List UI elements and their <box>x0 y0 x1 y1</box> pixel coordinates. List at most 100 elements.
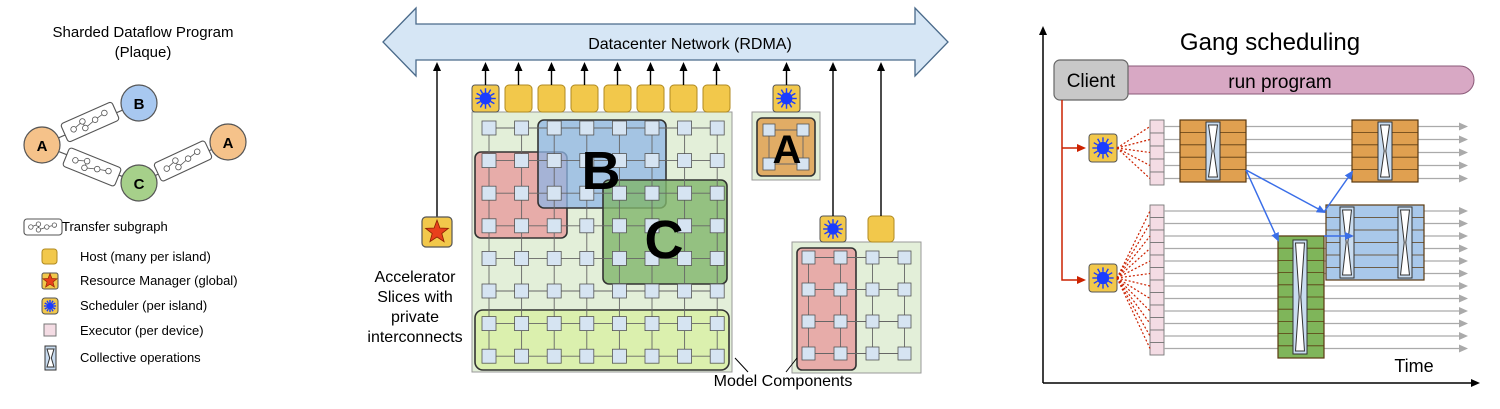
region-red-right <box>796 247 857 371</box>
svg-text:private: private <box>391 309 439 326</box>
device <box>612 218 627 234</box>
device <box>514 283 529 299</box>
dispatch-link <box>1116 138 1151 149</box>
transfer-subgraph-icon <box>62 147 122 187</box>
device <box>801 346 816 361</box>
device <box>481 185 497 201</box>
device <box>709 218 725 234</box>
device <box>612 153 627 169</box>
node-c-label: C <box>134 176 145 193</box>
host-icon <box>41 248 58 265</box>
host <box>702 84 731 113</box>
network-links <box>433 62 885 217</box>
device <box>833 282 848 297</box>
device <box>579 283 595 299</box>
dispatch-link <box>1116 277 1151 287</box>
device <box>481 348 497 364</box>
device <box>612 120 627 136</box>
dependency-arrow <box>1323 170 1354 213</box>
svg-text:interconnects: interconnects <box>367 329 462 346</box>
host <box>669 84 698 113</box>
svg-text:Accelerator: Accelerator <box>375 269 457 286</box>
transfer-subgraph-icon <box>60 101 120 143</box>
run-program-bar <box>1109 65 1475 95</box>
device <box>709 283 725 299</box>
collective-op <box>44 345 57 371</box>
device <box>709 153 725 169</box>
device <box>644 218 660 234</box>
device <box>801 250 816 265</box>
device <box>579 348 595 364</box>
node-b-label: B <box>134 96 145 113</box>
network-label: Datacenter Network (RDMA) <box>588 36 792 53</box>
interconnect-lines <box>808 257 905 354</box>
device <box>709 120 725 136</box>
device <box>481 316 497 332</box>
executor <box>1149 145 1165 160</box>
dispatch-link <box>1116 277 1151 337</box>
device <box>865 250 880 265</box>
device <box>612 185 627 201</box>
region-c-label: C <box>645 210 684 270</box>
dispatch-link <box>1116 235 1151 279</box>
host <box>504 84 533 113</box>
transfer-subgraphs <box>60 101 213 187</box>
dependency-arrow <box>1245 169 1279 242</box>
collective-op <box>1292 239 1308 355</box>
scheduler-icon <box>819 215 847 243</box>
executor <box>1149 292 1165 306</box>
device <box>612 283 627 299</box>
device <box>514 218 529 234</box>
slices-label: Accelerator Slices with private intercon… <box>367 269 462 346</box>
dispatch-link <box>1116 248 1151 279</box>
executor <box>1149 329 1165 343</box>
device <box>677 218 692 234</box>
device <box>579 153 595 169</box>
legend-scheduler: Scheduler (per island) <box>80 298 207 313</box>
scheduler-icon <box>41 297 59 315</box>
device <box>801 314 816 329</box>
hosts <box>471 84 895 243</box>
device <box>677 120 692 136</box>
run-program-label: run program <box>1228 72 1332 93</box>
executor <box>1149 267 1165 281</box>
dispatch-link <box>1116 223 1151 279</box>
legend-transfer-subgraph: Transfer subgraph <box>62 219 168 234</box>
svg-text:Slices with: Slices with <box>377 289 453 306</box>
host <box>537 84 566 113</box>
device <box>644 316 660 332</box>
device <box>709 316 725 332</box>
device <box>514 185 529 201</box>
device <box>514 250 529 266</box>
device <box>801 282 816 297</box>
executor <box>1149 242 1165 256</box>
device <box>644 250 660 266</box>
device <box>546 185 562 201</box>
scheduler-icon <box>1088 133 1118 163</box>
device <box>546 120 562 136</box>
device <box>677 316 692 332</box>
executor <box>1149 204 1165 218</box>
device <box>514 153 529 169</box>
device <box>612 250 627 266</box>
device <box>897 346 912 361</box>
scheduler-icon <box>772 84 801 113</box>
executor <box>1149 304 1165 318</box>
legend-collective: Collective operations <box>80 350 201 365</box>
device <box>579 316 595 332</box>
scheduler-icon <box>41 297 59 315</box>
middle-panel: Datacenter Network (RDMA) B C A Accelera… <box>367 6 949 390</box>
transfer-subgraph-icon <box>23 218 63 236</box>
device <box>481 250 497 266</box>
host <box>867 215 895 243</box>
legend-resource-manager: Resource Manager (global) <box>80 273 238 288</box>
executor <box>1149 158 1165 173</box>
device <box>644 185 660 201</box>
resource-manager-icon <box>41 272 59 290</box>
host <box>603 84 632 113</box>
device <box>481 120 497 136</box>
device <box>579 250 595 266</box>
dispatch-link <box>1116 272 1151 279</box>
legend-host: Host (many per island) <box>80 249 211 264</box>
executor-icon <box>43 323 57 337</box>
